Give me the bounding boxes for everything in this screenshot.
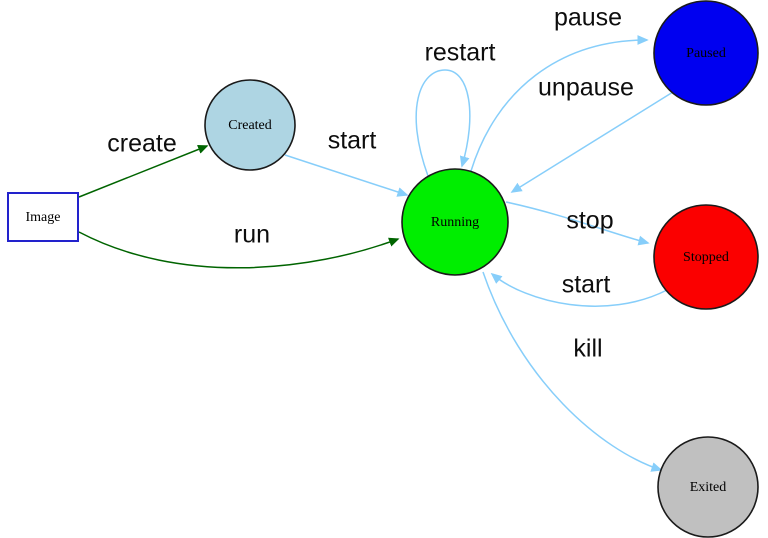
edge-start-stopped: start [490, 271, 668, 307]
image-node-label: Image [26, 210, 61, 225]
node-paused[interactable]: Paused [653, 0, 759, 106]
edge-label-restart: restart [425, 39, 496, 67]
running-node-shape[interactable] [401, 168, 509, 276]
image-node-shape[interactable] [7, 192, 79, 242]
edge-unpause: unpause [510, 74, 674, 193]
edge-unpause-path [510, 91, 674, 193]
edge-label-pause: pause [554, 4, 622, 32]
edge-stop: stop [505, 201, 650, 246]
edge-label-create: create [107, 130, 176, 158]
edge-stop-path [505, 201, 650, 246]
created-node-label: Created [228, 118, 272, 133]
edge-label-unpause: unpause [538, 74, 634, 102]
edge-label-start-created: start [328, 127, 377, 155]
edge-pause-path [470, 35, 649, 172]
running-node-label: Running [431, 215, 479, 230]
edge-run-path [78, 231, 400, 269]
created-node-shape[interactable] [204, 79, 296, 171]
paused-node-label: Paused [686, 46, 726, 61]
edge-start-created: start [284, 127, 409, 197]
stopped-node-shape[interactable] [653, 204, 759, 310]
edge-label-stop: stop [566, 207, 613, 235]
edge-pause: pause [470, 4, 649, 172]
edge-start-stopped-path [490, 272, 668, 307]
edge-create-path [78, 145, 209, 198]
node-running[interactable]: Running [401, 168, 509, 276]
paused-node-shape[interactable] [653, 0, 759, 106]
node-exited[interactable]: Exited [657, 436, 759, 538]
edge-kill: kill [482, 271, 663, 472]
exited-node-shape[interactable] [657, 436, 759, 538]
edge-kill-path [482, 271, 663, 472]
edge-label-start-stopped: start [562, 271, 611, 299]
node-created[interactable]: Created [204, 79, 296, 171]
edge-run: run [78, 221, 400, 269]
edge-restart-path [415, 69, 471, 177]
edge-label-kill: kill [573, 335, 602, 363]
node-stopped[interactable]: Stopped [653, 204, 759, 310]
edge-restart: restart [415, 39, 496, 177]
edge-label-run: run [234, 221, 270, 249]
exited-node-label: Exited [690, 480, 727, 495]
edge-start-created-path [284, 154, 409, 197]
stopped-node-label: Stopped [683, 250, 729, 265]
edge-create: create [78, 130, 209, 198]
node-image[interactable]: Image [7, 192, 79, 242]
